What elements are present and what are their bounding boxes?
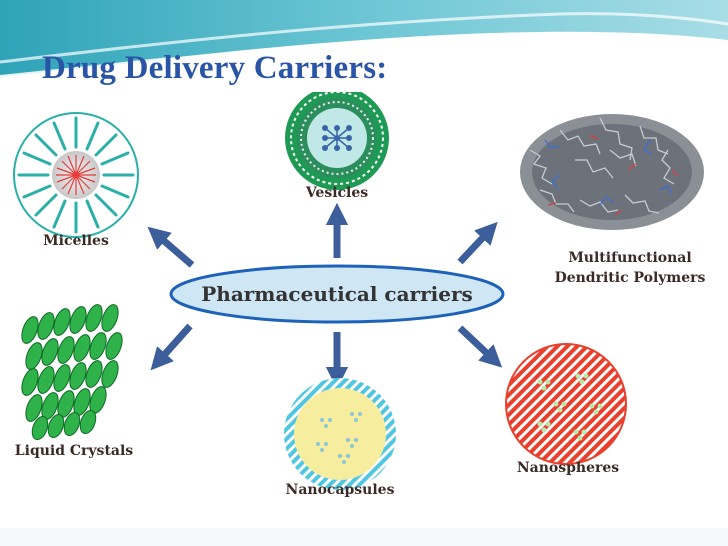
micelle-illustration [13,112,139,238]
pharmaceutical-carriers-node: Pharmaceutical carriers [169,264,505,324]
dendritic-polymer-illustration [520,114,704,230]
nanosphere-illustration [505,343,627,465]
vesicle-illustration [285,92,389,190]
nanocapsule-illustration [284,378,396,490]
arrows [147,202,503,390]
micelles-label: Micelles [43,233,109,249]
header-wave-shadow [0,57,171,77]
liquid-crystals-illustration [21,304,123,441]
header-wave-highlight [0,12,728,64]
dendritic-label-line1: Multifunctional [568,250,691,266]
nanospheres-label: Nanospheres [517,460,619,476]
dendritic-label-line2: Dendritic Polymers [555,270,706,286]
liquid-crystals-label: Liquid Crystals [15,443,134,459]
arrow-to-micelles [147,226,195,268]
nanocapsules-label: Nanocapsules [286,482,395,498]
arrow-to-nanospheres [457,325,503,368]
header-wave [0,0,728,76]
vesicles-label: Vesicles [305,185,368,201]
carriers-diagram: Pharmaceutical carriers Vesicles [13,92,706,498]
arrow-to-dendritic-polymers [457,221,498,265]
arrow-to-liquid-crystals [150,323,193,371]
footer-band [0,528,728,546]
center-label: Pharmaceutical carriers [201,282,473,306]
slide-title: Drug Delivery Carriers: [42,50,388,86]
